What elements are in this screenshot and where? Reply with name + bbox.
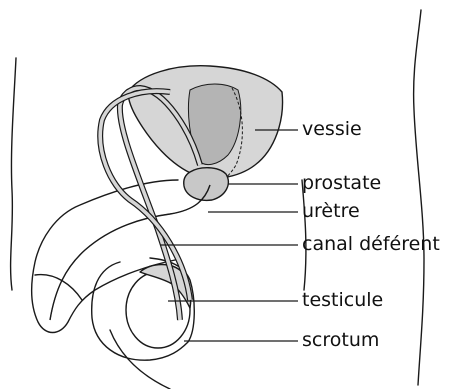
label-uretre: urètre bbox=[302, 200, 360, 222]
right-hip-outline bbox=[414, 10, 424, 385]
label-prostate: prostate bbox=[302, 172, 381, 194]
label-scrotum: scrotum bbox=[302, 329, 379, 351]
label-testicule: testicule bbox=[302, 289, 383, 311]
label-vessie: vessie bbox=[302, 118, 362, 140]
left-thigh-outline bbox=[11, 58, 16, 290]
label-canal-deferent: canal déférent bbox=[302, 233, 440, 255]
prostate-shape bbox=[184, 168, 229, 201]
